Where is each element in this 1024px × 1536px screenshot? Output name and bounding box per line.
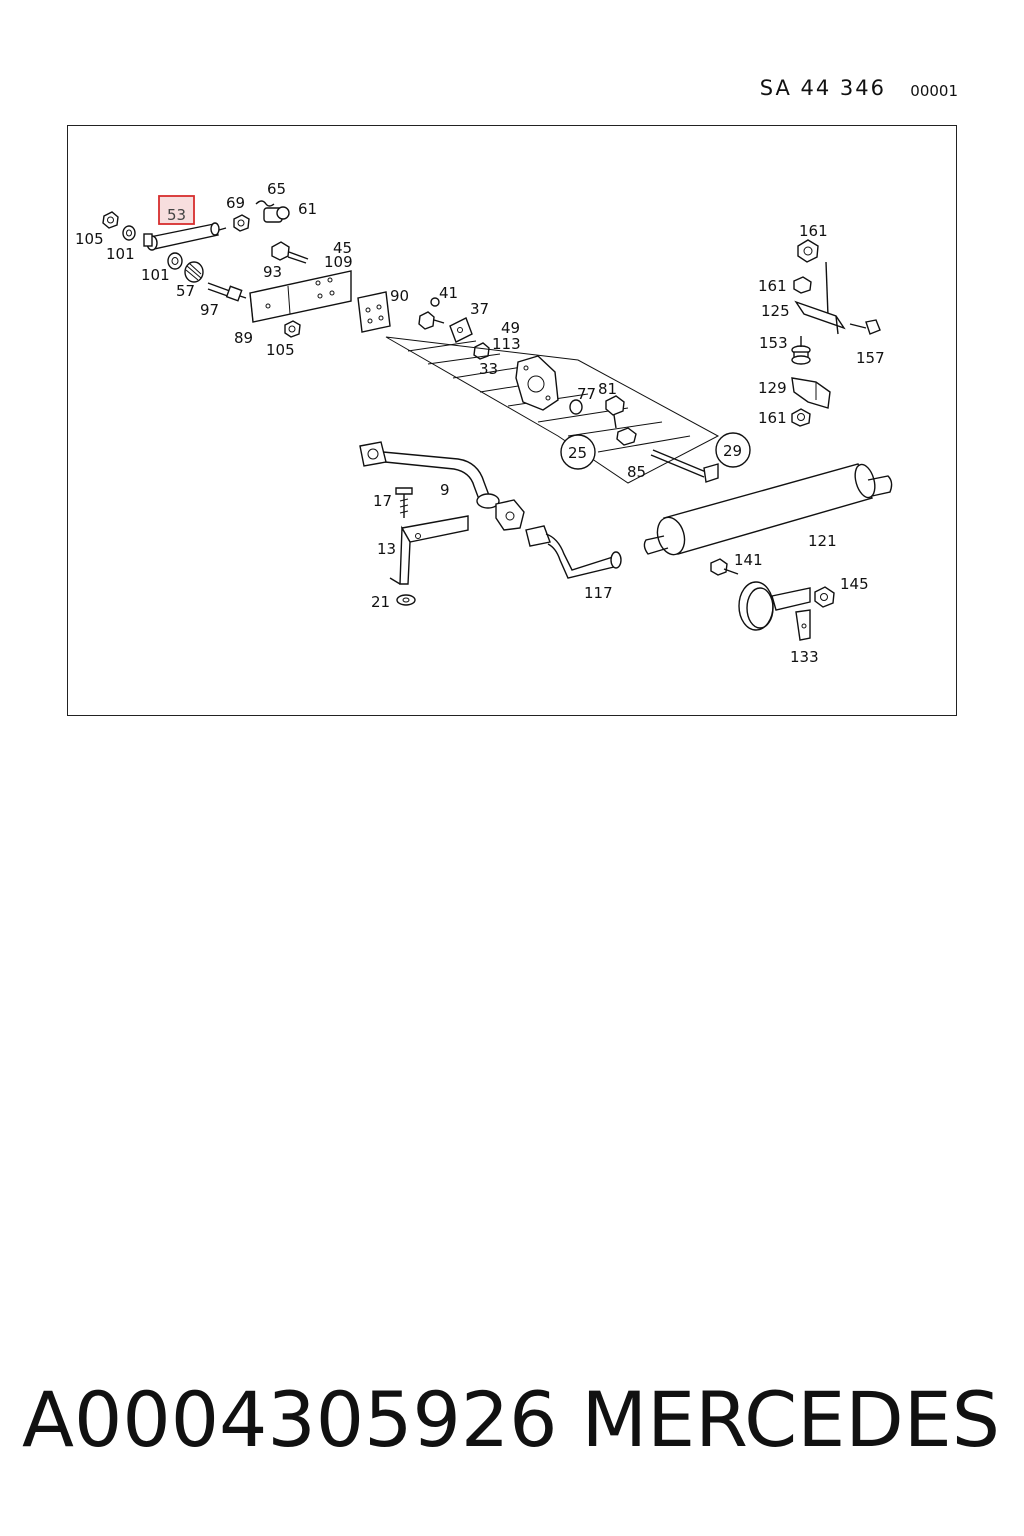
part-nut-69 [233,214,250,232]
part-cylinder-53 [143,222,227,251]
label-81: 81 [598,380,617,398]
part-spacer-77 [569,399,583,415]
callout-circle-29 [715,432,751,468]
part-mount-153 [791,336,811,365]
label-45: 45 [333,239,352,257]
part-bolt-41 [418,297,445,330]
label-97: 97 [200,301,219,319]
label-77: 77 [577,385,596,403]
brand-name: MERCEDES [581,1375,1000,1464]
part-bolt-81 [605,395,625,429]
label-85: 85 [627,463,646,481]
part-plate-90 [357,291,391,333]
label-113: 113 [492,335,521,353]
label-133: 133 [790,648,819,666]
label-141: 141 [734,551,763,569]
label-109: 109 [324,253,353,271]
part-bracket-13 [389,515,469,585]
label-161c: 161 [758,409,787,427]
label-129: 129 [758,379,787,397]
part-bolt-17 [395,487,413,518]
label-53[interactable]: 53 [167,206,186,224]
label-90: 90 [390,287,409,305]
part-nut-105b [284,320,301,338]
part-nut-145 [814,586,835,608]
part-clip-65 [255,200,275,207]
label-41: 41 [439,284,458,302]
highlight-box-53[interactable] [158,195,195,225]
part-nut-105a [102,211,119,229]
part-nut-85 [616,427,637,446]
label-65: 65 [267,180,286,198]
footer: A0004305926 MERCEDES [0,1372,1024,1472]
part-bracket-125 [794,261,846,335]
part-stud-29 [650,449,719,483]
label-117: 117 [584,584,613,602]
part-nut-161c [791,408,811,427]
exploded-parts-diagram: 105 101 53 69 65 61 101 57 93 45 109 97 … [75,180,893,666]
part-bushing-57 [184,261,204,283]
part-pipe-117 [525,525,622,579]
label-161a: 161 [799,222,828,240]
part-gasket [495,499,525,531]
label-13: 13 [377,540,396,558]
label-105a: 105 [75,230,104,248]
part-bolt-157 [849,319,881,335]
part-bracket-89 [249,270,352,323]
label-125: 125 [761,302,790,320]
label-157: 157 [856,349,885,367]
part-bolt-141 [710,558,739,576]
label-29: 29 [723,442,742,460]
part-nut-161a [797,239,819,263]
label-153: 153 [759,334,788,352]
label-161b: 161 [758,277,787,295]
label-33: 33 [479,360,498,378]
part-clamp-133 [738,581,811,641]
label-57: 57 [176,282,195,300]
part-fitting-61 [263,206,290,223]
label-25: 25 [568,444,587,462]
part-nut-161b [793,276,812,294]
diagram-sheet-number: 00001 [910,82,958,100]
part-washer-101b [167,252,183,270]
part-washer-101a [122,225,136,241]
callout-circle-25 [560,434,596,470]
label-37: 37 [470,300,489,318]
part-bracket-37 [449,317,473,343]
label-105b: 105 [266,341,295,359]
label-17: 17 [373,492,392,510]
part-pipe-9 [359,441,500,509]
label-49: 49 [501,319,520,337]
label-121: 121 [808,532,837,550]
label-101b: 101 [141,266,170,284]
part-number: A0004305926 [22,1375,558,1464]
label-101a: 101 [106,245,135,263]
diagram-code: SA 44 346 [759,76,886,100]
label-21: 21 [371,593,390,611]
label-145: 145 [840,575,869,593]
diagram-frame: 105 101 53 69 65 61 101 57 93 45 109 97 … [67,125,957,716]
part-bolt-93 [271,241,309,264]
label-69: 69 [226,194,245,212]
assembly-plane [385,336,720,484]
label-61: 61 [298,200,317,218]
part-bracket-129 [791,377,831,409]
part-stud-97 [207,282,247,302]
label-9: 9 [440,481,450,499]
label-93: 93 [263,263,282,281]
label-89: 89 [234,329,253,347]
part-flange-49 [515,355,559,411]
part-washer-21 [396,594,416,606]
part-muffler-121 [643,463,893,556]
